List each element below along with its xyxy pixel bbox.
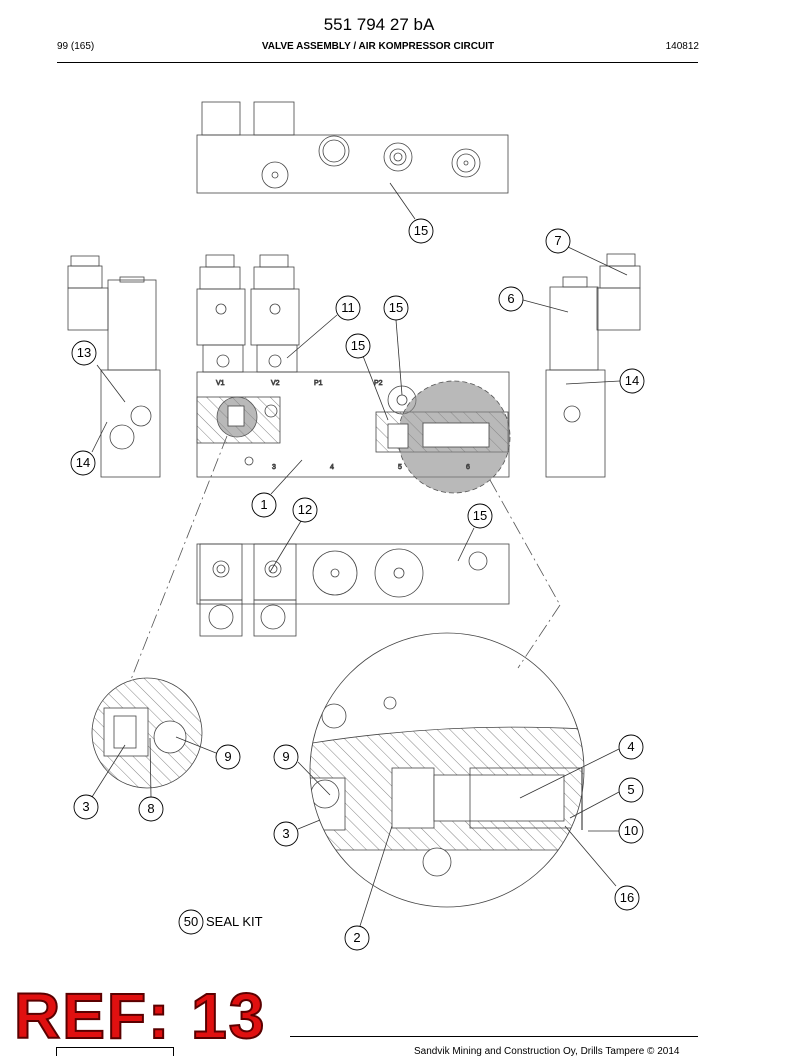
detail-large [309, 632, 585, 908]
bottom-view [196, 543, 510, 637]
port-label-p2: P2 [374, 380, 383, 387]
port-label-v1: V1 [216, 380, 225, 387]
port-label-5: 5 [398, 464, 402, 471]
callout-15-mid: 15 [389, 300, 403, 315]
header-rule [57, 62, 698, 63]
port-label-v2: V2 [271, 380, 280, 387]
callout-labels: 15 7 6 11 15 15 13 14 14 1 12 15 9 4 9 5… [76, 223, 639, 945]
detail-leaders [129, 435, 561, 683]
callout-15-bottom: 15 [473, 508, 487, 523]
callout-bubbles [70, 218, 645, 951]
callout-11: 11 [341, 300, 355, 315]
callout-8: 8 [147, 801, 154, 816]
detail-small [91, 677, 203, 789]
seal-kit-label: SEAL KIT [206, 914, 263, 929]
page-number: 99 (165) [57, 41, 95, 52]
callout-2: 2 [353, 930, 360, 945]
callout-9-large: 9 [282, 749, 289, 764]
left-side-view [67, 255, 161, 478]
callout-15-top: 15 [414, 223, 428, 238]
footer-copyright: Sandvik Mining and Construction Oy, Dril… [414, 1046, 680, 1057]
callout-6: 6 [507, 291, 514, 306]
front-view: V1 V2 P1 P2 3 4 5 6 [196, 254, 511, 494]
document-date: 140812 [665, 41, 699, 52]
right-side-view [545, 253, 641, 478]
document-number: 551 794 27 bA [323, 15, 435, 34]
company-logo [56, 1047, 174, 1056]
reference-stamp: REF: 13 [13, 980, 267, 1052]
callout-1: 1 [260, 497, 267, 512]
port-label-p1: P1 [314, 380, 323, 387]
callout-15-left: 15 [351, 338, 365, 353]
port-label-3: 3 [272, 464, 276, 471]
callout-10: 10 [624, 823, 638, 838]
callout-leaders [91, 182, 628, 927]
callout-14-right: 14 [625, 373, 639, 388]
top-view [196, 101, 509, 194]
callout-3-large: 3 [282, 826, 289, 841]
callout-13: 13 [77, 345, 91, 360]
callout-4: 4 [627, 739, 634, 754]
callout-7: 7 [554, 233, 561, 248]
port-label-4: 4 [330, 464, 334, 471]
callout-14-left: 14 [76, 455, 90, 470]
page-title: VALVE ASSEMBLY / AIR KOMPRESSOR CIRCUIT [261, 41, 495, 52]
callout-16: 16 [620, 890, 634, 905]
callout-9-small: 9 [224, 749, 231, 764]
port-label-6: 6 [466, 464, 470, 471]
callout-3-small: 3 [82, 799, 89, 814]
callout-50: 50 [184, 914, 198, 929]
footer-rule [290, 1036, 698, 1037]
callout-12: 12 [298, 502, 312, 517]
callout-5: 5 [627, 782, 634, 797]
